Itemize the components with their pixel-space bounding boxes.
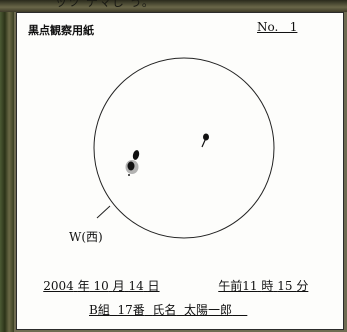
year-value: 2004 [43,279,74,293]
sunspot-group-2 [201,133,209,148]
west-pointer-line [96,205,111,219]
minute-value: 15 [277,279,293,293]
scan-edge-top [0,0,347,12]
solar-disk [93,57,275,239]
sunspot-observation-sheet: 黒点観察用紙 No. 1 W(西) 2004 年 10 月 14 日 午前11 … [16,12,344,330]
sunspot-group-1 [125,150,140,176]
hour-value: 午前11 [218,279,258,293]
day-unit: 日 [147,279,160,293]
year-unit: 年 [77,279,90,293]
month-unit: 月 [112,279,125,293]
sheet-number: No. 1 [257,20,298,34]
name-label: 氏名 [152,303,177,317]
minute-unit: 分 [296,279,309,293]
cut-off-text: ッツ テマし う。 [55,0,155,9]
date-row: 2004 年 10 月 14 日 [28,263,160,308]
observer-name: 太陽一郎 [184,303,233,317]
sheet-title: 黒点観察用紙 [28,24,94,37]
month-value: 10 [93,279,109,293]
hour-unit: 時 [261,279,274,293]
observer-row: B組 17番 氏名 太陽一郎 [89,301,329,318]
time-row: 午前11 時 15 分 [203,263,308,308]
scan-edge-left [0,0,14,332]
direction-label: W(西) [69,230,103,244]
day-value: 14 [128,279,144,293]
class-value: B組 [89,303,110,317]
solar-disk-drawing: W(西) [69,57,275,244]
seat-number: 17番 [117,303,145,317]
